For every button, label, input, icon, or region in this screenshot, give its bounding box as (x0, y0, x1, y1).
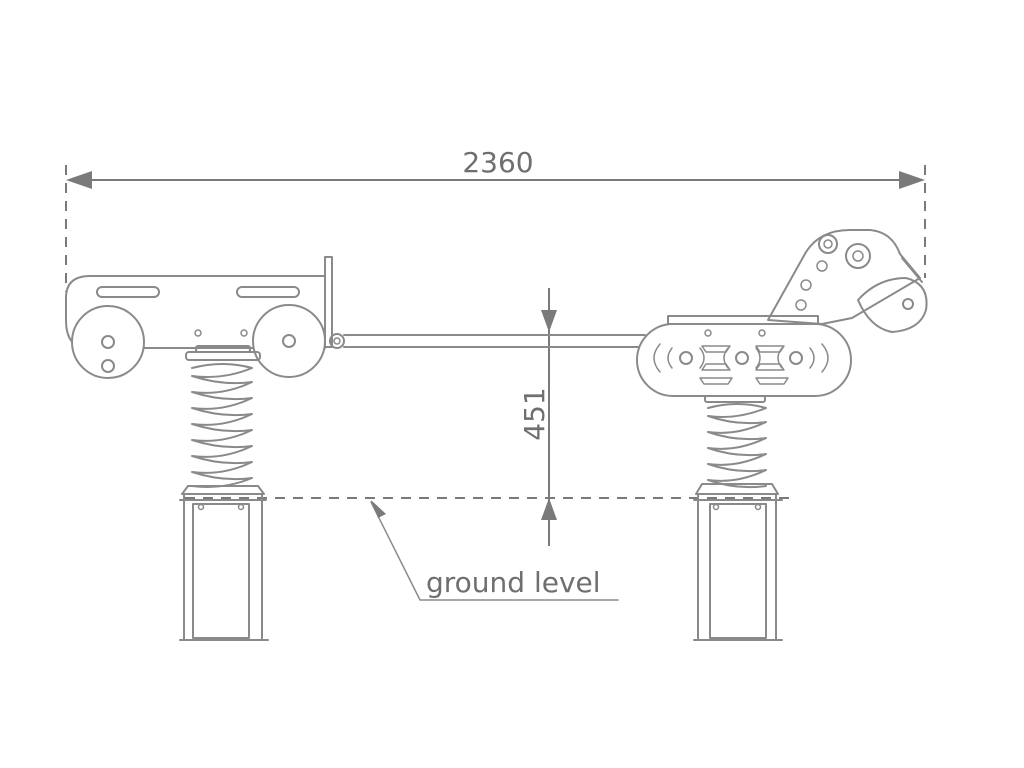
wagon-wheel-right (252, 304, 326, 378)
wagon-slot-left (96, 286, 160, 298)
width-arrow-left (66, 171, 92, 189)
loco-nose (857, 277, 928, 333)
width-label: 2360 (462, 146, 533, 179)
wagon-wheel-left (71, 305, 145, 379)
connecting-bar (329, 333, 646, 349)
height-arrow-top (541, 310, 557, 332)
height-label: 451 (518, 387, 551, 440)
ground-leader-arrow (371, 500, 386, 518)
width-arrow-right (899, 171, 925, 189)
width-dimension: 2360 (65, 146, 926, 292)
post-right (693, 493, 783, 641)
spring-left (181, 345, 265, 495)
ground-label: ground level (426, 566, 601, 599)
loco-cab (767, 229, 923, 325)
spring-right (695, 395, 779, 495)
height-arrow-bottom (541, 498, 557, 520)
height-dimension: 451 (518, 288, 557, 546)
post-left (179, 493, 269, 641)
ground-leader (370, 501, 619, 601)
ground-level-marker: ground level (185, 497, 790, 601)
wagon-slot-right (236, 286, 300, 298)
loco-body (636, 315, 852, 397)
